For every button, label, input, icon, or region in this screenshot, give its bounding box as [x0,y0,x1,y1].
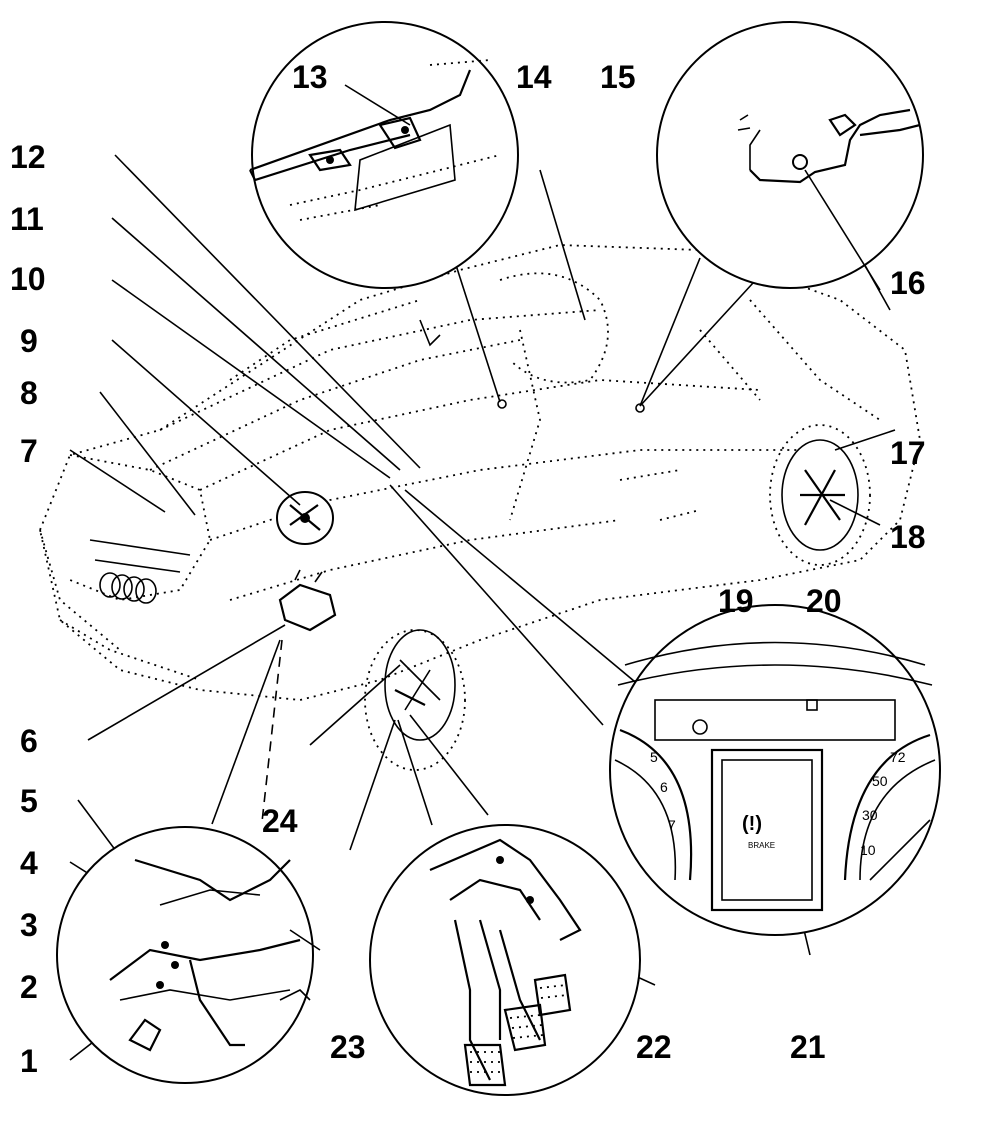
rear-wheel [769,424,871,566]
callout-labels: 13 14 15 12 11 10 9 8 7 16 17 18 19 20 6… [10,59,926,1079]
brake-warning-symbol: (!) [742,813,762,835]
callout-17: 17 [890,435,926,471]
callout-16: 16 [890,265,926,301]
callout-9: 9 [20,323,38,359]
gauge-left-5: 5 [650,749,658,765]
callout-13: 13 [292,59,328,95]
brake-switch-assembly [278,569,337,632]
callout-4: 4 [20,845,38,881]
detail-bubble-23 [56,826,321,1084]
callout-23: 23 [330,1029,366,1065]
gauge-right-3: 30 [862,807,878,823]
gauge-left-7: 7 [668,817,676,833]
callout-3: 3 [20,907,38,943]
callout-1: 1 [20,1043,38,1079]
callout-5: 5 [20,783,38,819]
callout-6: 6 [20,723,38,759]
audi-rings-logo [99,572,157,604]
brake-warning-lamp: (!) BRAKE [742,813,775,850]
car-body-outline [39,244,921,771]
detail-bubble-instrument-cluster: 5 6 7 72 50 30 10 (!) BRAKE [609,604,941,936]
callout-14: 14 [516,59,552,95]
callout-21: 21 [790,1029,826,1065]
detail-bubble-13 [249,21,519,289]
callout-15: 15 [600,59,636,95]
gauge-right-1: 72 [890,749,906,765]
callout-22: 22 [636,1029,672,1065]
detail-bubble-16 [656,21,924,291]
callout-2: 2 [20,969,38,1005]
gauge-left-6: 6 [660,779,668,795]
callout-10: 10 [10,261,46,297]
gauge-right: 72 50 30 10 [843,733,936,881]
abs-sensor-hub [276,491,334,545]
callout-7: 7 [20,433,38,469]
gauge-right-4: 10 [860,842,876,858]
detail-bubble-22 [369,824,641,1096]
steering-wheel [364,629,466,771]
brake-warning-caption: BRAKE [748,841,775,850]
callout-19: 19 [718,583,754,619]
gauge-right-2: 50 [872,773,888,789]
callout-12: 12 [10,139,46,175]
gauge-left: 5 6 7 [614,728,693,881]
callout-11: 11 [10,201,44,237]
callout-8: 8 [20,375,38,411]
callout-20: 20 [806,583,842,619]
callout-24: 24 [262,803,298,839]
callout-18: 18 [890,519,926,555]
